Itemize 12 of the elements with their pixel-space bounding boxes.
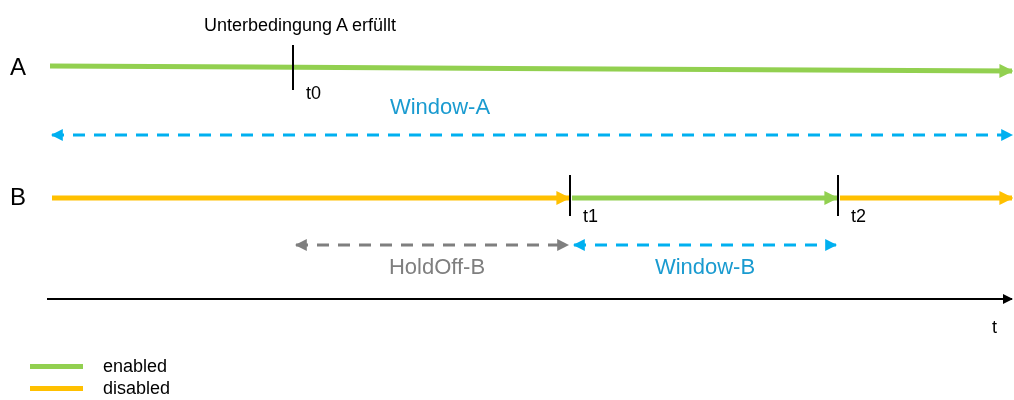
interval-label: Window-B — [654, 256, 756, 278]
time-marker-label: t0 — [306, 84, 321, 102]
axis-label: t — [992, 318, 997, 336]
annotation-text: Unterbedingung A erfüllt — [203, 16, 397, 34]
time-marker-label: t2 — [851, 207, 866, 225]
interval-label: Window-A — [389, 96, 491, 118]
legend-label: disabled — [103, 379, 171, 397]
time-marker-label: t1 — [583, 207, 598, 225]
signal-label: B — [10, 185, 26, 209]
interval-label: HoldOff-B — [388, 256, 486, 278]
signal-label: A — [10, 55, 26, 79]
legend-label: enabled — [103, 357, 168, 375]
